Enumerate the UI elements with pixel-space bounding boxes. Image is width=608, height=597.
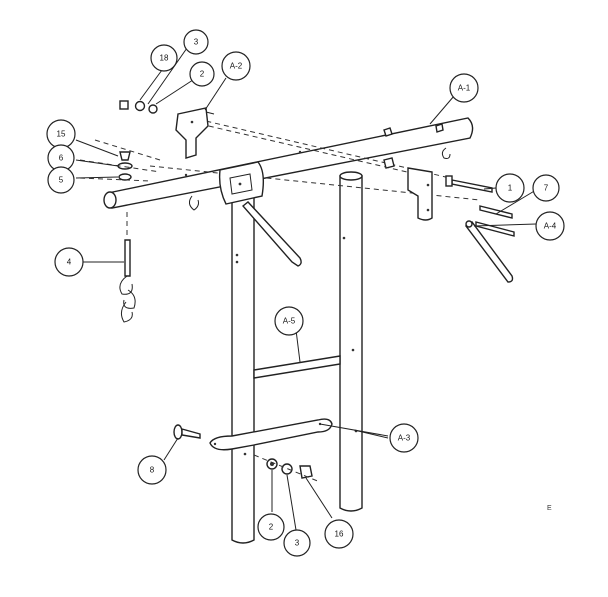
crossbar-hardware: [188, 123, 451, 211]
callout-a1: A-1: [449, 73, 479, 103]
callout-label: 15: [57, 130, 66, 139]
lower-bolt-8: [173, 424, 201, 440]
callout-3-bottom: 3: [283, 529, 311, 557]
callout-16: 16: [324, 519, 354, 549]
callout-2-top: 2: [189, 61, 215, 87]
callout-label: 1: [508, 184, 513, 193]
right-leg: [339, 171, 363, 512]
callout-7: 7: [532, 174, 560, 202]
callout-label: 16: [335, 530, 344, 539]
callout-label: A-4: [544, 222, 557, 231]
bracket-a2: [175, 107, 215, 159]
right-bracket: [407, 167, 433, 221]
callout-15: 15: [46, 119, 76, 149]
callout-1: 1: [495, 173, 525, 203]
callout-label: 3: [194, 38, 199, 47]
center-bracket: [218, 161, 265, 208]
callout-18: 18: [150, 44, 178, 72]
callout-label: A-2: [230, 62, 243, 71]
callout-label: 5: [59, 176, 64, 185]
callout-4: 4: [54, 247, 84, 277]
brace-a3: [209, 418, 333, 451]
callout-3-top: 3: [183, 29, 209, 55]
callout-5: 5: [47, 166, 75, 194]
center-diagonal-brace: [241, 201, 302, 267]
callout-label: 4: [67, 258, 72, 267]
top-left-washers: [119, 100, 158, 114]
callout-label: 2: [200, 70, 205, 79]
left-leg: [231, 195, 255, 544]
callout-a5: A-5: [274, 306, 304, 336]
front-tube: [103, 117, 474, 209]
callout-label: A-3: [398, 434, 411, 443]
callout-label: 8: [150, 466, 155, 475]
callout-a4: A-4: [535, 211, 565, 241]
rung-a5: [253, 355, 341, 379]
callout-a3: A-3: [389, 423, 419, 453]
chain-hook: [119, 212, 136, 323]
callout-8: 8: [137, 455, 167, 485]
callout-label: A-1: [458, 84, 471, 93]
callout-label: 2: [269, 523, 274, 532]
callout-2-bottom: 2: [257, 513, 285, 541]
lower-washers: [253, 454, 321, 483]
callout-label: 7: [544, 184, 549, 193]
callout-label: A-5: [283, 317, 296, 326]
callout-a2: A-2: [221, 51, 251, 81]
back-rail-dashed: [149, 114, 481, 201]
callout-label: 3: [295, 539, 300, 548]
leader-lines: [75, 47, 537, 531]
callout-label: 18: [160, 54, 169, 63]
corner-mark: E: [547, 505, 552, 512]
callout-label: 6: [59, 154, 64, 163]
brace-a4: [464, 220, 514, 283]
